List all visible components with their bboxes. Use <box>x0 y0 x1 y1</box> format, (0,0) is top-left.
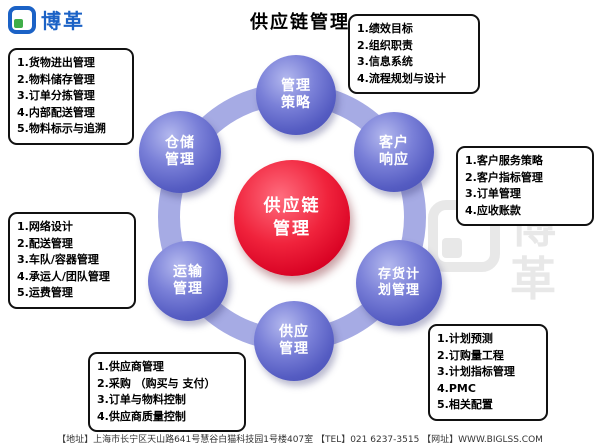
callout-item: 3.车队/容器管理 <box>17 253 99 266</box>
watermark-char: 革 <box>510 251 556 306</box>
node-inventory-planning: 存货计 划管理 <box>356 240 442 326</box>
node-customer-response: 客户 响应 <box>354 112 434 192</box>
callout-item: 4.内部配送管理 <box>17 105 95 119</box>
callout-item: 2.采购 （购买与 支付） <box>97 376 216 390</box>
callout-warehouse: 1.货物进出管理 2.物料储存管理 3.订单分拣管理 4.内部配送管理 5.物料… <box>8 48 134 145</box>
node-label-line: 运输 <box>173 263 203 280</box>
callout-item: 3.订单管理 <box>465 187 521 200</box>
callout-strategy: 1.绩效目标 2.组织职责 3.信息系统 4.流程规划与设计 <box>348 14 480 94</box>
node-label-line: 划管理 <box>377 283 420 298</box>
boge-logo: 博革 <box>8 5 85 34</box>
callout-item: 4.应收账款 <box>465 203 521 217</box>
callout-item: 2.客户指标管理 <box>465 170 543 184</box>
callout-customer-response: 1.客户服务策略 2.客户指标管理 3.订单管理 4.应收账款 <box>456 146 594 226</box>
callout-item: 1.绩效目标 <box>357 22 413 35</box>
node-label-line: 仓储 <box>165 134 195 151</box>
node-label-line: 管理 <box>281 77 311 94</box>
callout-item: 5.物料标示与追溯 <box>17 122 106 135</box>
callout-item: 1.计划预测 <box>437 332 493 345</box>
callout-item: 2.物料储存管理 <box>17 72 95 86</box>
page-title: 供应链管理 <box>250 12 350 33</box>
node-label-line: 响应 <box>379 152 409 168</box>
footer-contact-info: 【地址】上海市长宁区天山路641号慧谷白猫科技园1号楼407室 【TEL】021… <box>57 435 543 445</box>
watermark-dot-icon <box>442 238 462 258</box>
callout-item: 3.信息系统 <box>357 55 413 68</box>
callout-item: 1.货物进出管理 <box>17 56 95 69</box>
center-label-line: 管理 <box>273 219 311 239</box>
logo-text: 博革 <box>41 9 85 33</box>
callout-item: 2.配送管理 <box>17 236 73 250</box>
callout-item: 4.PMC <box>437 381 476 395</box>
callout-item: 3.订单与物料控制 <box>97 393 186 406</box>
node-label-line: 管理 <box>173 281 203 297</box>
callout-item: 1.网络设计 <box>17 220 73 233</box>
callout-transport-management: 1.网络设计 2.配送管理 3.车队/容器管理 4.承运人/团队管理 5.运费管… <box>8 212 136 309</box>
boge-logo-icon <box>8 5 36 34</box>
node-strategy: 管理 策略 <box>256 55 336 135</box>
node-transport-management: 运输 管理 <box>148 241 228 321</box>
callout-item: 3.计划指标管理 <box>437 365 515 378</box>
callout-supply-management: 1.供应商管理 2.采购 （购买与 支付） 3.订单与物料控制 4.供应商质量控… <box>88 352 246 432</box>
callout-item: 1.客户服务策略 <box>465 154 543 167</box>
callout-inventory-planning: 1.计划预测 2.订购量工程 3.计划指标管理 4.PMC 5.相关配置 <box>428 324 548 421</box>
node-label-line: 管理 <box>165 152 195 168</box>
callout-item: 4.供应商质量控制 <box>97 409 186 423</box>
callout-item: 4.流程规划与设计 <box>357 71 446 85</box>
node-label-line: 客户 <box>379 134 409 151</box>
logo-green-dot-icon <box>14 18 23 28</box>
callout-item: 2.组织职责 <box>357 38 413 52</box>
callout-item: 5.相关配置 <box>437 398 493 411</box>
node-supply-management: 供应 管理 <box>254 301 334 381</box>
node-label-line: 供应 <box>279 323 309 340</box>
node-center-supply-chain: 供应链 管理 <box>234 160 350 276</box>
callout-item: 2.订购量工程 <box>437 348 504 362</box>
callout-item: 1.供应商管理 <box>97 360 164 373</box>
node-label-line: 策略 <box>281 95 311 111</box>
callout-item: 3.订单分拣管理 <box>17 89 95 102</box>
callout-item: 5.运费管理 <box>17 286 73 299</box>
center-label-line: 供应链 <box>263 196 321 217</box>
callout-item: 4.承运人/团队管理 <box>17 269 110 283</box>
node-warehouse-management: 仓储 管理 <box>139 111 221 193</box>
node-label-line: 管理 <box>279 341 309 357</box>
node-label-line: 存货计 <box>377 266 420 282</box>
